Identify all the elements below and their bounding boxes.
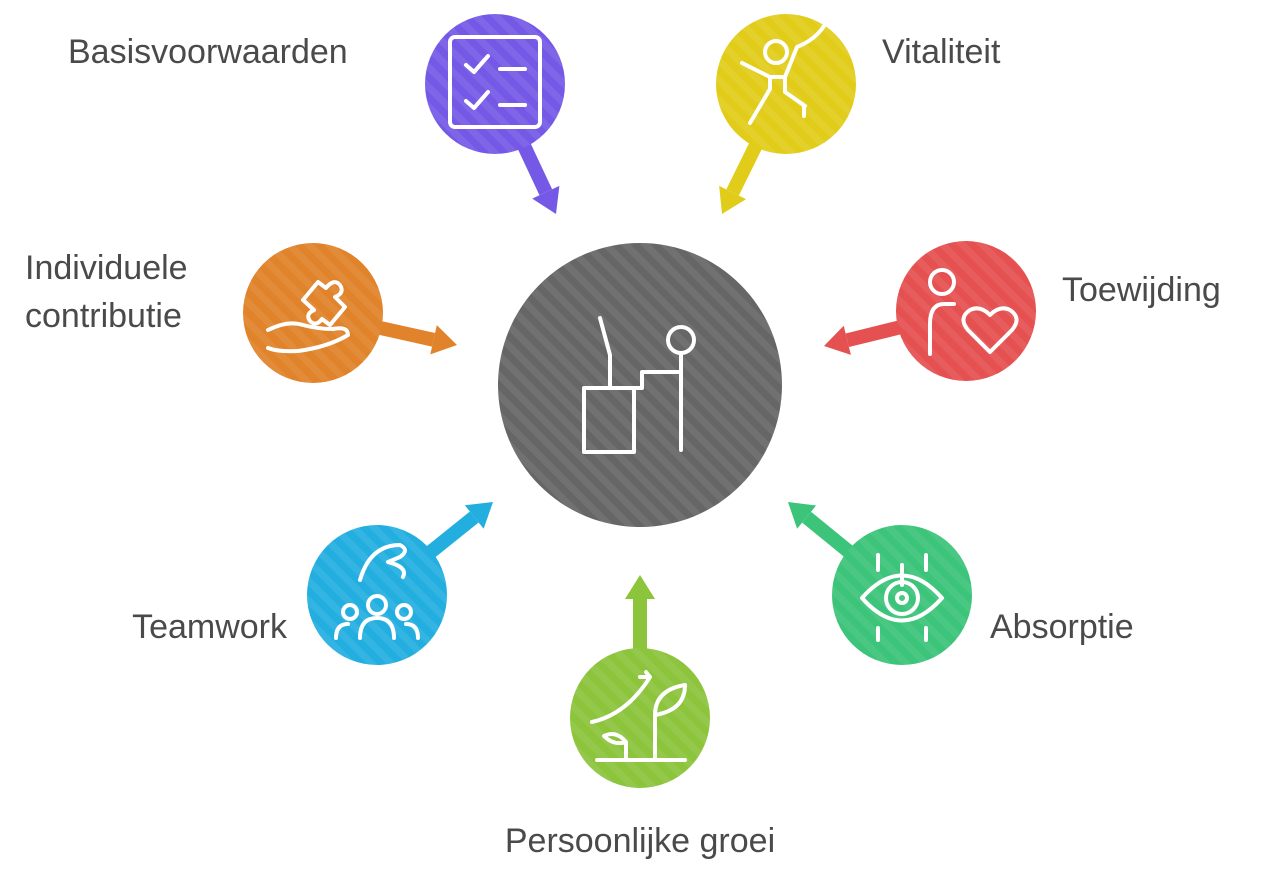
persoonlijke-groei-arrow-head [625,575,655,599]
teamwork-arrow-head [464,502,493,529]
label-basisvoorwaarden: Basisvoorwaarden [68,33,348,71]
label-individuele-contributie: Individuele contributie [25,244,188,340]
hand-puzzle-icon [266,280,350,354]
label-teamwork: Teamwork [132,608,287,646]
eye-focus-icon [860,553,944,642]
team-hand-icon [334,543,420,640]
basisvoorwaarden-circle-texture [425,14,565,154]
label-persoonlijke-groei: Persoonlijke groei [504,822,776,860]
basisvoorwaarden-arrow-head [532,185,560,214]
plant-growth-icon [590,670,687,762]
label-line: contributie [25,297,182,335]
vitaliteit-arrow-head [719,185,747,214]
label-line: Individuele [25,249,188,287]
label-toewijding: Toewijding [1062,271,1221,309]
label-absorptie: Absorptie [990,608,1134,646]
individuele-contributie-circle-texture [243,243,383,383]
individuele-contributie-arrow-head [430,325,457,355]
climber-icon [740,12,832,125]
persoonlijke-groei-circle-texture [570,648,710,788]
person-heart-icon [928,268,1019,356]
checklist-icon [448,35,542,129]
toewijding-arrow-head [824,325,851,355]
label-vitaliteit: Vitaliteit [882,33,1001,71]
absorptie-arrow-head [788,502,817,529]
person-at-desk-icon [582,316,696,454]
